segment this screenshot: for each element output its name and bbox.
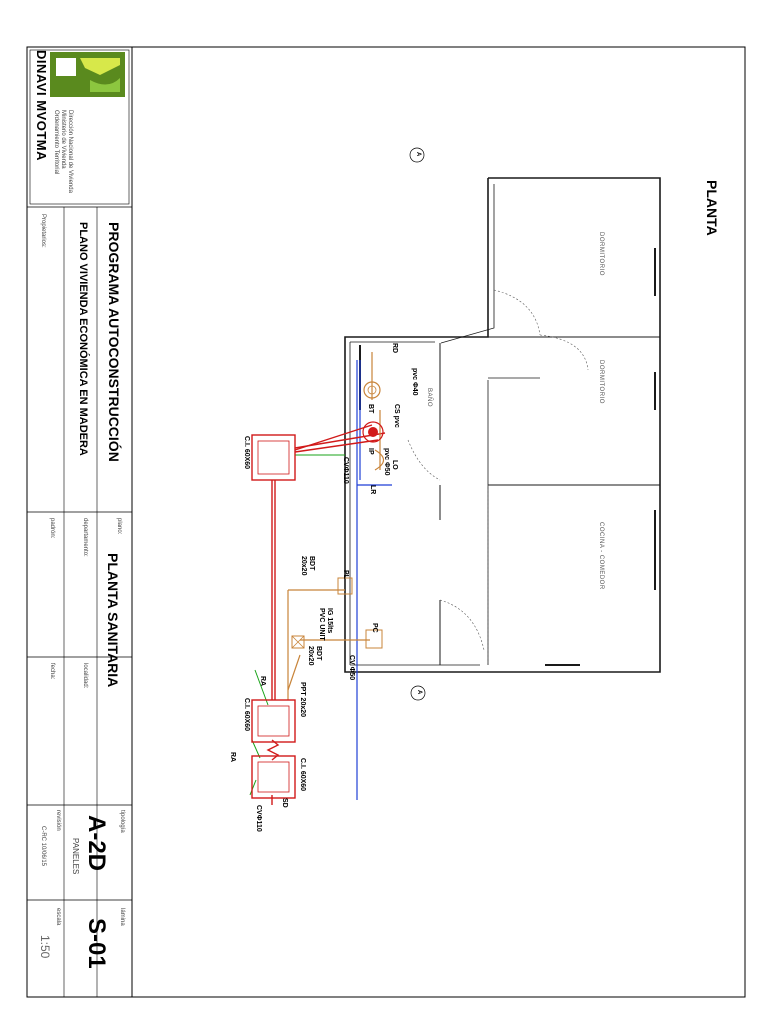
room-cocina-comedor: COCINA - COMEDOR [598,522,604,590]
label-ci-1: C.I. 60X60 [243,436,250,470]
section-marker-a-bottom [410,685,426,701]
owner-label: Propietarios: [40,214,46,248]
label-ig: IG 15lts [326,608,333,634]
label-bdt-2-size: 20x20 [307,646,314,666]
plan-label: plano: [116,518,122,535]
label-pvc-unit: PVC UNIT [318,608,325,641]
vent-fixture [362,421,384,443]
padron-label: padrón: [49,518,55,539]
kitchen-sink-box [365,629,383,649]
toilet-fixture [363,381,381,399]
logo-subtext-1: Dirección Nacional de Vivienda [67,110,73,193]
water-supply-lines [356,360,392,800]
logo-subtext-3: Ordenamiento Territorial [53,110,59,175]
room-bano: BAÑO [426,388,432,408]
typology-sub: PANELES [71,838,80,875]
label-cs: CS pvc [393,404,400,428]
rain-lines [249,454,345,796]
label-ip: IP [367,448,374,455]
dept-label: departamento: [82,518,88,557]
section-marker-a-top [409,147,425,163]
logo-subtext-2: Ministerio de Vivienda [60,110,66,169]
locality-label: localidad: [82,663,88,689]
windows [359,248,656,666]
label-bdt-size: 20x20 [300,556,307,576]
label-ci-2: C.I. 60X60 [243,698,250,732]
plan-title: PLANTA SANITARIA [105,553,121,688]
sheet-code: S-01 [83,918,110,969]
label-pc: PC [371,623,378,633]
label-lr: LR [369,485,376,495]
building-walls [344,177,661,673]
label-bdt-2: BDT [315,646,322,661]
label-pvc40: pvc Φ40 [411,368,418,396]
label-cv110-b: CVΦ110 [255,805,262,832]
lamina-label: lámina [119,908,125,926]
revision-value: C-RC 10/06/15 [40,826,46,867]
scale-value: 1:50 [38,935,52,959]
typology-code: A-2D [83,815,110,872]
logo-text: DINAVI MVOTMA [34,50,49,161]
project-title: PLANO VIVIENDA ECONÓMICA EN MADERA [77,222,89,456]
label-pl: PL [342,570,349,579]
interceptor-box [291,635,305,649]
label-section-a-top: A [415,152,421,157]
revision-label: revisión [55,810,61,831]
door-swings [407,289,589,665]
plan-heading: PLANTA [704,180,720,236]
label-cv50: CV Φ50 [348,655,355,681]
label-ra-2: RA [229,752,236,763]
label-ra-1: RA [259,676,266,687]
label-section-a-bottom: A [416,690,422,695]
label-bt: BT [367,404,374,414]
label-pvc50: pvc Φ50 [383,448,390,476]
fecha-label: fecha: [49,663,55,680]
inspection-chamber-2 [251,699,296,743]
tipologia-label: tipología [119,810,125,833]
inspection-chamber-1 [251,434,296,481]
label-rd: RD [391,343,398,354]
washbasin-fixture [374,449,385,471]
label-sd: SD [281,798,288,808]
program-title: PROGRAMA AUTOCONSTRUCCIÓN [106,222,122,462]
label-cv110: CVΦ110 [342,457,349,484]
dinavi-logo [50,52,125,97]
label-bdt: BDT [308,556,315,571]
escala-label: escala [55,908,61,926]
label-ppt: PPT 20x20 [299,682,306,718]
label-ci-3: C.I. 60X60 [299,758,306,792]
inspection-chamber-3 [251,755,296,799]
drain-lines [287,352,381,700]
room-dormitorio-2: DORMITORIO [598,360,604,404]
sheet-border [26,46,746,998]
room-dormitorio-1: DORMITORIO [598,232,604,276]
grease-trap [337,577,353,595]
label-lo: LO [391,460,398,470]
